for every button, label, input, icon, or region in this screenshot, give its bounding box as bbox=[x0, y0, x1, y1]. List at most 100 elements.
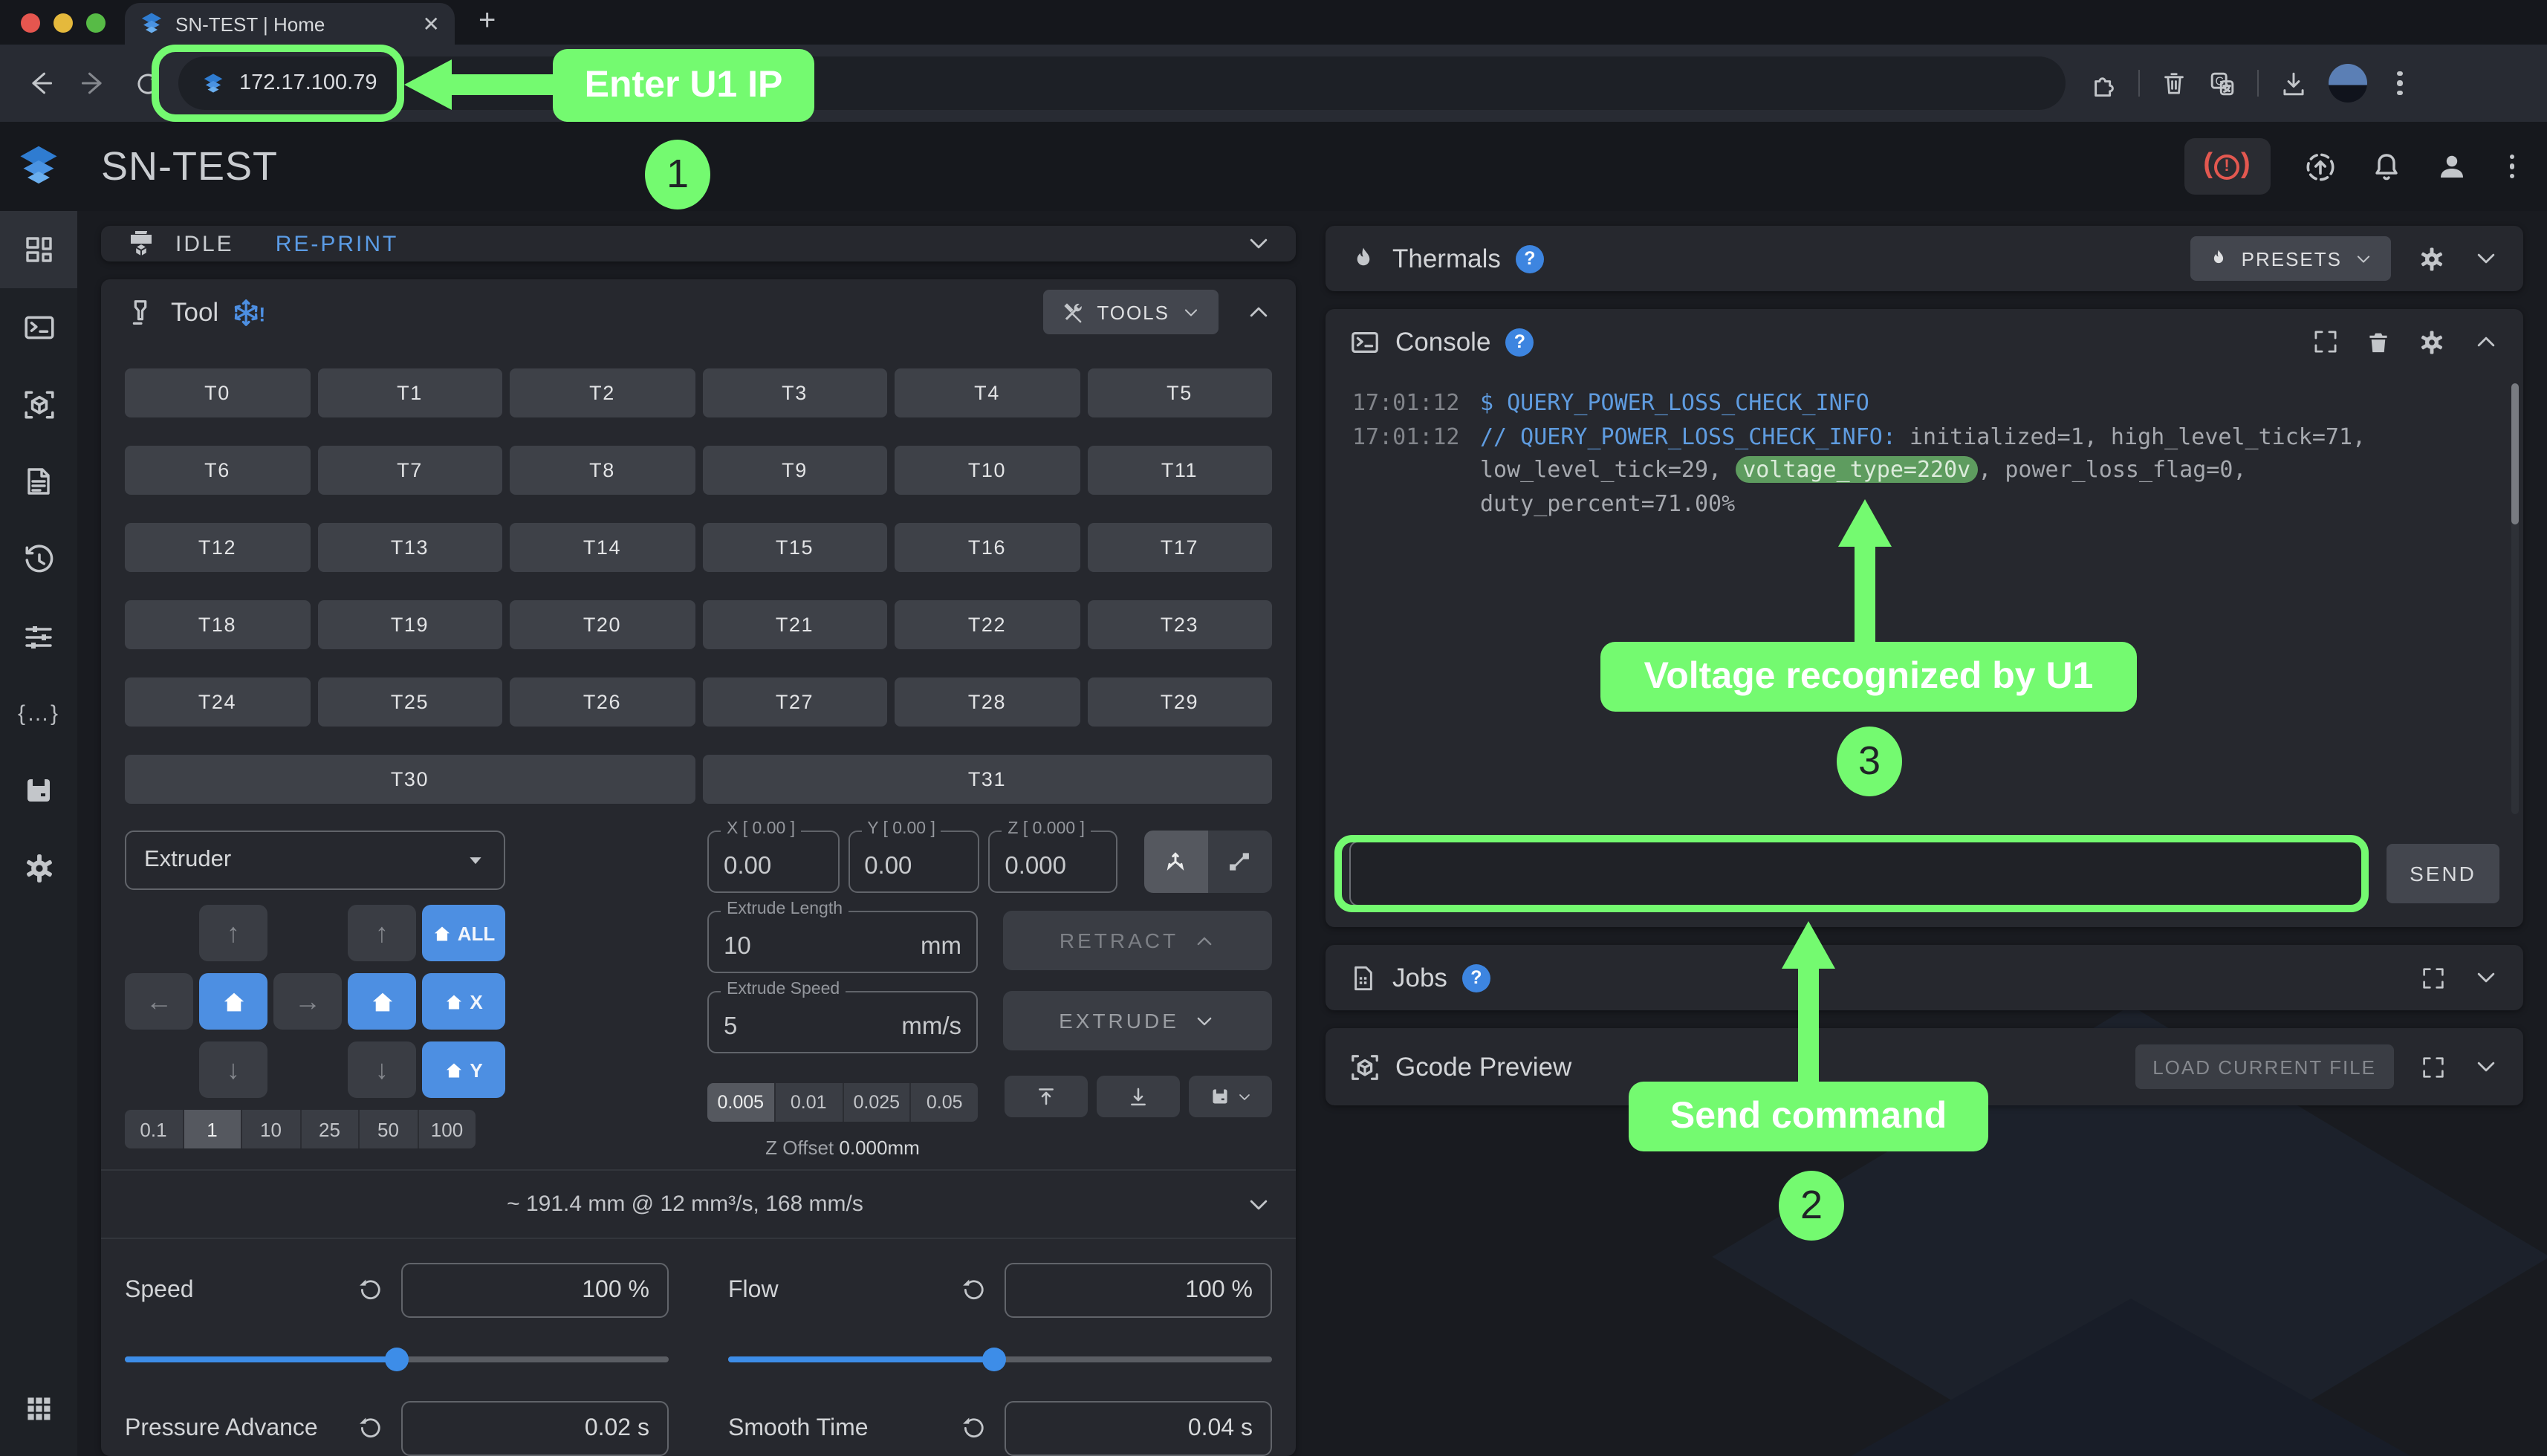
printer-status-panel[interactable]: IDLE RE-PRINT bbox=[101, 226, 1296, 261]
browser-tab[interactable]: SN-TEST | Home ✕ bbox=[125, 3, 455, 45]
help-icon[interactable]: ? bbox=[1515, 244, 1544, 273]
tool-button-t18[interactable]: T18 bbox=[125, 600, 310, 649]
chevron-down-icon[interactable] bbox=[1245, 1191, 1272, 1218]
tool-button-t16[interactable]: T16 bbox=[895, 523, 1080, 572]
reset-icon[interactable] bbox=[960, 1415, 987, 1442]
z-offset-up-button[interactable] bbox=[1005, 1076, 1088, 1117]
move-x-minus-button[interactable]: ← bbox=[125, 973, 193, 1030]
z-position-field[interactable]: Z [ 0.000 ] 0.000 bbox=[988, 820, 1117, 893]
move-y-minus-button[interactable]: ↓ bbox=[199, 1041, 267, 1098]
downloads-icon[interactable] bbox=[2280, 69, 2308, 97]
reset-icon[interactable] bbox=[357, 1277, 383, 1304]
browser-menu-icon[interactable] bbox=[2388, 71, 2411, 96]
tool-button-t23[interactable]: T23 bbox=[1087, 600, 1272, 649]
load-current-file-button[interactable]: LOAD CURRENT FILE bbox=[2135, 1044, 2394, 1089]
emergency-stop-button[interactable]: (!) bbox=[2184, 138, 2270, 195]
step-option-100[interactable]: 100 bbox=[418, 1110, 476, 1148]
home-all-button[interactable]: ALL bbox=[422, 905, 505, 961]
z-offset-save-button[interactable] bbox=[1189, 1076, 1272, 1117]
url-text[interactable]: 172.17.100.79 bbox=[239, 71, 377, 95]
extrude-button[interactable]: EXTRUDE bbox=[1003, 991, 1272, 1050]
extensions-icon[interactable] bbox=[2089, 69, 2118, 97]
tool-button-t29[interactable]: T29 bbox=[1087, 677, 1272, 727]
tool-button-t30[interactable]: T30 bbox=[125, 755, 695, 804]
tool-button-t3[interactable]: T3 bbox=[702, 368, 887, 417]
y-position-field[interactable]: Y [ 0.00 ] 0.00 bbox=[848, 820, 980, 893]
upload-update-icon[interactable] bbox=[2303, 149, 2337, 183]
move-z-plus-button[interactable]: ↑ bbox=[348, 905, 416, 961]
fullscreen-icon[interactable] bbox=[2421, 1054, 2446, 1079]
presets-button[interactable]: PRESETS bbox=[2190, 236, 2391, 281]
move-z-minus-button[interactable]: ↓ bbox=[348, 1041, 416, 1098]
collapse-panel-icon[interactable] bbox=[2473, 328, 2499, 355]
tool-button-t19[interactable]: T19 bbox=[317, 600, 502, 649]
home-y-button[interactable]: Y bbox=[422, 1041, 505, 1098]
jobs-panel[interactable]: Jobs ? bbox=[1326, 945, 2523, 1010]
fullscreen-icon[interactable] bbox=[2421, 965, 2446, 990]
sidebar-item-tune[interactable] bbox=[0, 597, 77, 675]
home-xy-button[interactable] bbox=[199, 973, 267, 1030]
sidebar-item-files[interactable] bbox=[0, 443, 77, 520]
tool-button-t31[interactable]: T31 bbox=[702, 755, 1272, 804]
browser-profile-avatar[interactable] bbox=[2329, 64, 2367, 103]
tool-button-t4[interactable]: T4 bbox=[895, 368, 1080, 417]
console-scrollbar[interactable] bbox=[2511, 383, 2519, 814]
step-option-1[interactable]: 1 bbox=[184, 1110, 242, 1148]
sidebar-item-gcode-preview[interactable] bbox=[0, 365, 77, 443]
forward-icon[interactable] bbox=[71, 61, 116, 105]
tool-button-t9[interactable]: T9 bbox=[702, 446, 887, 495]
account-icon[interactable] bbox=[2435, 150, 2467, 183]
tool-button-t2[interactable]: T2 bbox=[510, 368, 695, 417]
tools-menu-button[interactable]: TOOLS bbox=[1043, 290, 1219, 334]
expand-panel-icon[interactable] bbox=[2473, 1053, 2499, 1080]
maximize-window-button[interactable] bbox=[86, 13, 106, 33]
speed-slider[interactable] bbox=[125, 1348, 669, 1371]
extruder-select[interactable]: Extruder bbox=[125, 831, 505, 890]
help-icon[interactable]: ? bbox=[1505, 328, 1534, 356]
tool-button-t13[interactable]: T13 bbox=[317, 523, 502, 572]
tool-button-t6[interactable]: T6 bbox=[125, 446, 310, 495]
step-option-0.05[interactable]: 0.05 bbox=[911, 1083, 978, 1122]
new-tab-button[interactable]: + bbox=[478, 4, 496, 37]
translate-extension-icon[interactable]: G bbox=[2208, 69, 2236, 97]
tool-button-t25[interactable]: T25 bbox=[317, 677, 502, 727]
trash-extension-icon[interactable] bbox=[2161, 70, 2187, 97]
tool-button-t5[interactable]: T5 bbox=[1087, 368, 1272, 417]
tool-button-t0[interactable]: T0 bbox=[125, 368, 310, 417]
tool-button-t27[interactable]: T27 bbox=[702, 677, 887, 727]
tab-close-icon[interactable]: ✕ bbox=[422, 11, 440, 35]
expand-panel-icon[interactable] bbox=[2473, 245, 2499, 272]
move-x-plus-button[interactable]: → bbox=[273, 973, 342, 1030]
collapse-panel-icon[interactable] bbox=[1245, 299, 1272, 325]
reset-icon[interactable] bbox=[357, 1415, 383, 1442]
flow-slider[interactable] bbox=[728, 1348, 1272, 1371]
gear-icon[interactable] bbox=[2418, 328, 2446, 356]
app-menu-icon[interactable] bbox=[2500, 154, 2523, 179]
x-position-field[interactable]: X [ 0.00 ] 0.00 bbox=[707, 820, 840, 893]
tool-button-t11[interactable]: T11 bbox=[1087, 446, 1272, 495]
tool-button-t26[interactable]: T26 bbox=[510, 677, 695, 727]
sidebar-item-console[interactable] bbox=[0, 288, 77, 365]
notifications-bell-icon[interactable] bbox=[2369, 150, 2402, 183]
move-y-plus-button[interactable]: ↑ bbox=[199, 905, 267, 961]
tool-button-t17[interactable]: T17 bbox=[1087, 523, 1272, 572]
sidebar-item-history[interactable] bbox=[0, 520, 77, 597]
tool-button-t21[interactable]: T21 bbox=[702, 600, 887, 649]
minimize-window-button[interactable] bbox=[53, 13, 73, 33]
tool-button-t20[interactable]: T20 bbox=[510, 600, 695, 649]
chevron-down-icon[interactable] bbox=[1245, 230, 1272, 257]
sidebar-item-dashboard[interactable] bbox=[0, 211, 77, 288]
retract-button[interactable]: RETRACT bbox=[1003, 911, 1272, 970]
fullscreen-icon[interactable] bbox=[2312, 328, 2339, 355]
extrude-length-field[interactable]: Extrude Length 10 mm bbox=[707, 900, 978, 973]
expand-panel-icon[interactable] bbox=[2473, 964, 2499, 991]
tool-button-t8[interactable]: T8 bbox=[510, 446, 695, 495]
tool-button-t22[interactable]: T22 bbox=[895, 600, 1080, 649]
z-offset-down-button[interactable] bbox=[1097, 1076, 1180, 1117]
step-option-0.1[interactable]: 0.1 bbox=[125, 1110, 184, 1148]
tool-button-t14[interactable]: T14 bbox=[510, 523, 695, 572]
move-mode-toggle[interactable] bbox=[1143, 831, 1272, 893]
tool-button-t1[interactable]: T1 bbox=[317, 368, 502, 417]
thermals-panel[interactable]: Thermals ? PRESETS bbox=[1326, 226, 2523, 291]
